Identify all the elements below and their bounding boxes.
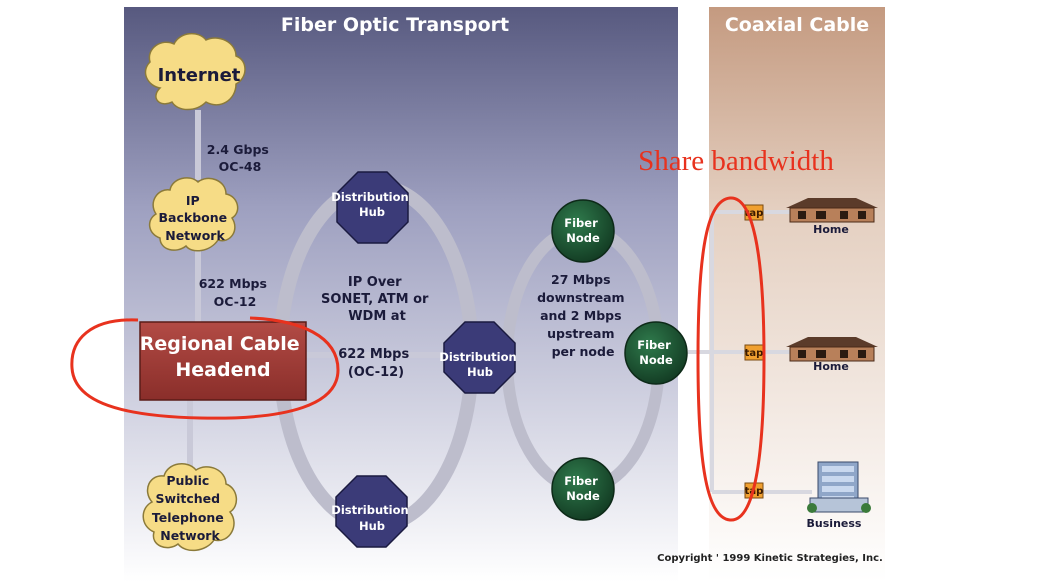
node-right-line-2: Node	[639, 353, 673, 367]
svg-text:IP Backbone Networ: IP Backbone Network	[159, 193, 232, 243]
node-ring-line-3: and 2 Mbps	[540, 308, 621, 323]
node-ring-line-2: downstream	[537, 290, 625, 305]
svg-text:Distribution Hub: Distribution Hub	[439, 350, 520, 379]
fiber-node-right: Fiber Node	[624, 321, 688, 385]
ring-rate-line-1: 622 Mbps	[338, 347, 409, 362]
ip-backbone-line-2: Backbone	[159, 210, 228, 225]
tap-2: tap	[744, 344, 764, 361]
link-oc12-type: OC-12	[214, 294, 257, 309]
endpoint-home-2: Home	[813, 360, 849, 373]
ring-text-line-1: IP Over	[348, 275, 402, 290]
hub-top-line-2: Hub	[359, 205, 385, 219]
ring-text-line-3: WDM at	[348, 309, 406, 324]
copyright-text: Copyright ' 1999 Kinetic Strategies, Inc…	[657, 553, 883, 564]
internet-cloud: Internet	[144, 32, 246, 111]
svg-text:Fiber Node: Fiber Node	[637, 338, 675, 367]
pstn-line-2: Switched	[156, 491, 221, 506]
ring-text-line-2: SONET, ATM or	[321, 292, 429, 307]
ring-rate-line-2: (OC-12)	[348, 365, 404, 380]
hub-bottom-line-1: Distribution	[331, 503, 408, 517]
headend-line-2: Headend	[175, 359, 270, 381]
home-icon	[786, 198, 878, 223]
node-bottom-line-2: Node	[566, 489, 600, 503]
annotation-ellipse-taps	[696, 196, 766, 522]
ip-backbone-line-1: IP	[186, 193, 200, 208]
share-bandwidth-annotation: Share bandwidth	[638, 145, 834, 177]
endpoint-home-1: Home	[813, 223, 849, 236]
fiber-header: Fiber Optic Transport	[281, 14, 509, 36]
node-top-line-2: Node	[566, 231, 600, 245]
svg-text:27 Mbps downstream and: 27 Mbps downstream and 2 Mbps upstream p…	[537, 272, 629, 359]
business-building-icon	[807, 461, 871, 513]
headend-line-1: Regional Cable	[140, 333, 300, 355]
hub-middle-line-1: Distribution	[439, 350, 516, 364]
endpoint-business: Business	[807, 517, 862, 530]
fiber-node-bottom: Fiber Node	[551, 457, 615, 521]
svg-text:Fiber Node: Fiber Node	[564, 216, 602, 245]
hub-top-line-1: Distribution	[331, 190, 408, 204]
node-ring-line-4: upstream	[547, 326, 614, 341]
link-oc48-type: OC-48	[219, 159, 262, 174]
coax-panel	[709, 7, 885, 582]
regional-headend: Regional Cable Headend	[139, 321, 307, 401]
coax-trunk	[688, 210, 812, 494]
internet-label: Internet	[158, 65, 241, 86]
pstn-cloud: Public Switched Telephone Network	[142, 463, 238, 552]
pstn-line-3: Telephone	[152, 510, 224, 525]
backbone-links	[187, 110, 470, 470]
node-bottom-line-1: Fiber	[564, 474, 598, 488]
tap-1-label: tap	[745, 208, 764, 219]
hub-bottom-line-2: Hub	[359, 519, 385, 533]
distribution-hub-top: Distribution Hub	[331, 171, 412, 244]
svg-text:622 Mbps (OC-12): 622 Mbps (OC-12)	[338, 347, 413, 380]
node-right-line-1: Fiber	[637, 338, 671, 352]
svg-text:Public Switched Te: Public Switched Telephone Network	[152, 473, 228, 543]
link-oc12-rate: 622 Mbps	[199, 276, 267, 291]
ip-backbone-line-3: Network	[165, 228, 225, 243]
svg-text:Distribution Hub: Distribution Hub	[331, 190, 412, 219]
svg-text:2.4 Gbps OC-48: 2.4 Gbps OC-48	[207, 142, 273, 174]
svg-text:Fiber Node: Fiber Node	[564, 474, 602, 503]
svg-text:Regional Cable Headend: Regional Cable Headend	[140, 333, 307, 381]
pstn-line-4: Network	[160, 528, 220, 543]
svg-text:622 Mbps OC-12: 622 Mbps OC-12	[199, 276, 272, 309]
node-top-line-1: Fiber	[564, 216, 598, 230]
tap-2-label: tap	[745, 348, 764, 359]
home-icon	[786, 337, 878, 362]
svg-text:IP Over SONET, ATM or: IP Over SONET, ATM or WDM at	[321, 275, 433, 324]
annotation-ellipse-headend	[70, 316, 340, 420]
coax-header: Coaxial Cable	[725, 14, 869, 36]
node-ring-line-5: per node	[552, 344, 615, 359]
link-oc48-rate: 2.4 Gbps	[207, 142, 269, 157]
ip-backbone-cloud: IP Backbone Network	[148, 177, 239, 252]
node-ring-line-1: 27 Mbps	[551, 272, 611, 287]
fiber-node-top: Fiber Node	[551, 199, 615, 263]
distribution-hub-bottom: Distribution Hub	[331, 475, 412, 548]
svg-text:Distribution Hub: Distribution Hub	[331, 503, 412, 533]
hub-middle-line-2: Hub	[467, 365, 493, 379]
distribution-hub-middle: Distribution Hub	[439, 321, 520, 394]
pstn-line-1: Public	[166, 473, 209, 488]
